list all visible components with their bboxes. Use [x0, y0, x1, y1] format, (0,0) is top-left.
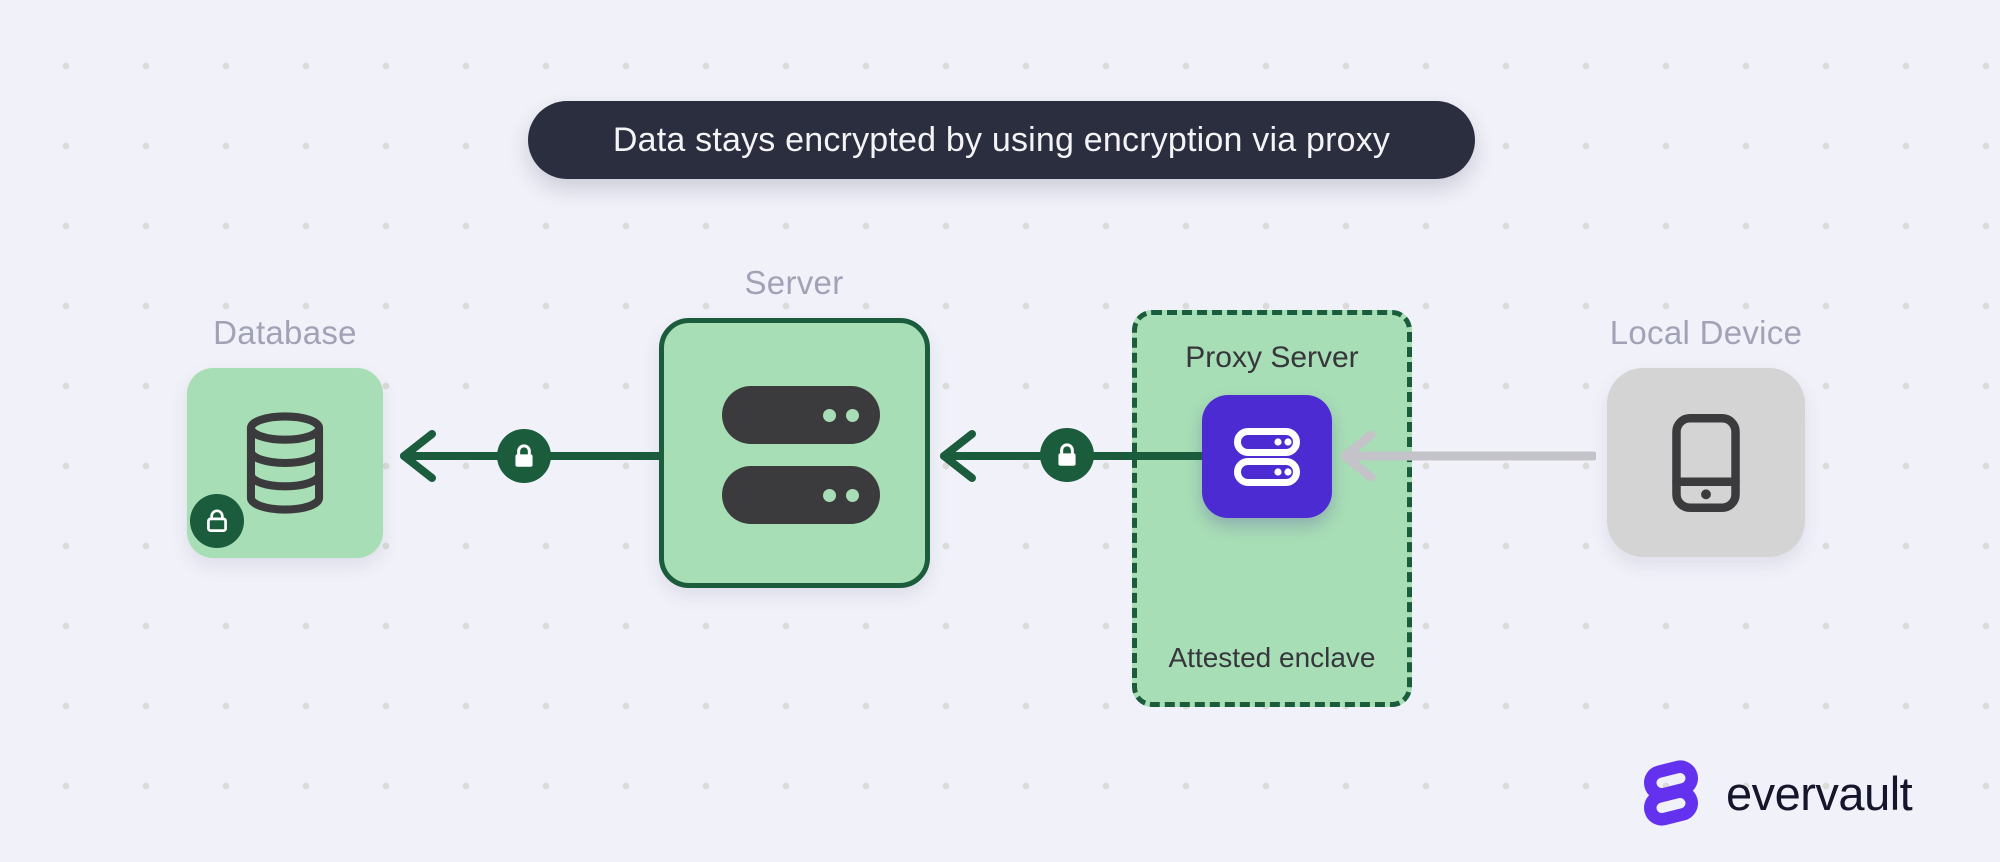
local-device-node	[1607, 368, 1805, 557]
lock-icon	[509, 441, 539, 471]
lock-icon	[1052, 440, 1082, 470]
brand-wordmark: evervault	[1726, 766, 1913, 820]
title-banner: Data stays encrypted by using encryption…	[528, 101, 1475, 179]
lock-icon	[202, 506, 232, 536]
database-lock-badge	[190, 494, 244, 548]
arrow-device-to-proxy	[1337, 428, 1596, 484]
proxy-server-title: Proxy Server	[1185, 341, 1359, 374]
attested-enclave-caption: Attested enclave	[1168, 642, 1376, 673]
arrow-lock-badge	[497, 429, 551, 483]
server-label: Server	[744, 264, 844, 301]
local-device-label: Local Device	[1609, 314, 1803, 351]
database-icon	[242, 411, 328, 515]
proxy-server-icon	[1234, 427, 1300, 486]
brand-footer: evervault	[1640, 758, 1913, 828]
mobile-phone-icon	[1672, 413, 1740, 513]
proxy-server-node	[1202, 395, 1332, 518]
evervault-logo-mark	[1640, 758, 1702, 828]
title-banner-text: Data stays encrypted by using encryption…	[612, 120, 1391, 159]
proxy-enclave: Proxy Server Attested enclave	[1132, 310, 1412, 707]
arrow-lock-badge	[1040, 428, 1094, 482]
database-label: Database	[213, 314, 357, 351]
server-node	[659, 318, 930, 588]
